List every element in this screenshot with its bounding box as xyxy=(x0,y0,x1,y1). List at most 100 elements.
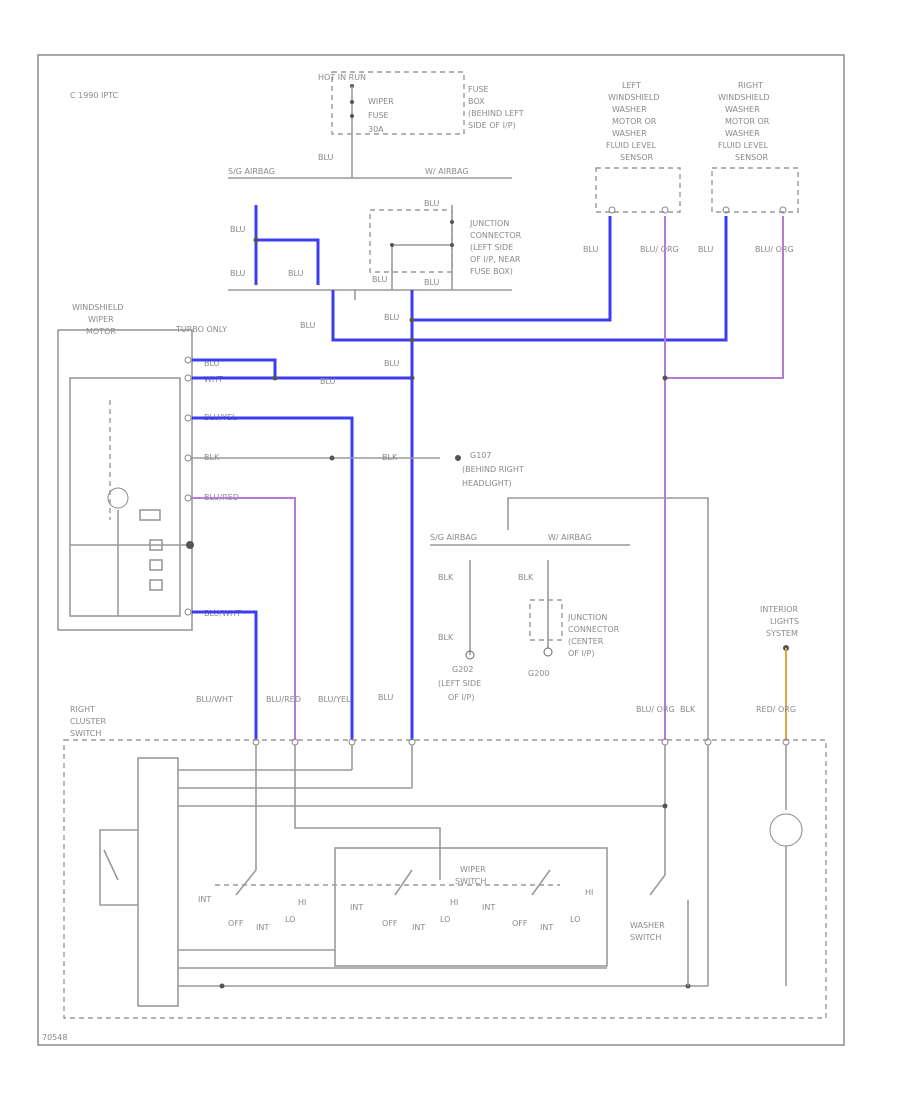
svg-text:SIDE OF I/P): SIDE OF I/P) xyxy=(468,121,516,130)
svg-text:(LEFT SIDE: (LEFT SIDE xyxy=(438,679,481,688)
svg-text:BLU: BLU xyxy=(384,359,400,368)
svg-text:WASHER: WASHER xyxy=(612,129,647,138)
airbag-split-bottom: S/G AIRBAG W/ AIRBAG xyxy=(430,533,630,546)
svg-text:OF I/P): OF I/P) xyxy=(568,649,594,658)
svg-text:WINDSHIELD: WINDSHIELD xyxy=(608,93,660,102)
svg-text:BLU/ ORG: BLU/ ORG xyxy=(640,245,679,254)
svg-text:BOX: BOX xyxy=(468,97,485,106)
svg-text:BLK: BLK xyxy=(438,573,454,582)
svg-text:INT: INT xyxy=(256,923,269,932)
wiper-switch: WIPER SWITCH INT OFF INT LO HI INT OFF I… xyxy=(178,847,708,989)
svg-text:SENSOR: SENSOR xyxy=(620,153,653,162)
svg-text:HOT IN RUN: HOT IN RUN xyxy=(318,73,366,82)
right-washer-motor: RIGHT WINDSHIELD WASHER MOTOR OR WASHER … xyxy=(698,81,799,254)
svg-text:HI: HI xyxy=(585,888,593,897)
svg-text:FUSE: FUSE xyxy=(368,111,389,120)
svg-text:OFF: OFF xyxy=(228,919,244,928)
svg-text:(BEHIND LEFT: (BEHIND LEFT xyxy=(468,109,524,118)
svg-text:INT: INT xyxy=(482,903,495,912)
svg-text:BLK: BLK xyxy=(518,573,534,582)
svg-text:BLK: BLK xyxy=(382,453,398,462)
svg-text:WASHER: WASHER xyxy=(725,105,760,114)
windshield-wiper-motor: WINDSHIELD WIPER MOTOR TURBO ONLY xyxy=(57,303,227,631)
svg-text:FLUID LEVEL: FLUID LEVEL xyxy=(606,141,657,150)
svg-text:BLU: BLU xyxy=(300,321,316,330)
blu-org-trunk: BLU/ ORG xyxy=(636,216,784,740)
svg-text:30A: 30A xyxy=(368,125,384,134)
svg-text:SWITCH: SWITCH xyxy=(630,933,661,942)
svg-text:W/ AIRBAG: W/ AIRBAG xyxy=(548,533,592,542)
svg-text:WIPER: WIPER xyxy=(368,97,394,106)
svg-text:OF I/P, NEAR: OF I/P, NEAR xyxy=(470,255,521,264)
svg-text:BLU/YEL: BLU/YEL xyxy=(318,695,351,704)
svg-text:WIPER: WIPER xyxy=(88,315,114,324)
svg-text:CLUSTER: CLUSTER xyxy=(70,717,107,726)
svg-text:BLK: BLK xyxy=(680,705,696,714)
svg-text:SENSOR: SENSOR xyxy=(735,153,768,162)
svg-text:WASHER: WASHER xyxy=(612,105,647,114)
svg-text:BLU: BLU xyxy=(424,199,440,208)
svg-text:CONNECTOR: CONNECTOR xyxy=(568,625,620,634)
blu-feed-trunk: BLU BLU BLU BLU xyxy=(300,216,728,740)
svg-text:FLUID LEVEL: FLUID LEVEL xyxy=(718,141,769,150)
svg-text:(CENTER: (CENTER xyxy=(568,637,604,646)
svg-text:MOTOR OR: MOTOR OR xyxy=(612,117,657,126)
diagram-frame xyxy=(37,54,845,1046)
svg-text:BLU: BLU xyxy=(583,245,599,254)
svg-text:LEFT: LEFT xyxy=(622,81,641,90)
svg-text:SWITCH: SWITCH xyxy=(70,729,101,738)
svg-text:JUNCTION: JUNCTION xyxy=(469,219,509,228)
footer-code: 70548 xyxy=(42,1033,67,1042)
svg-text:WASHER: WASHER xyxy=(630,921,665,930)
svg-text:BLU: BLU xyxy=(320,377,336,386)
svg-text:HI: HI xyxy=(450,898,458,907)
interior-lights-system: INTERIOR LIGHTS SYSTEM RED/ ORG xyxy=(756,605,799,740)
junction-connector-top: BLU BLU BLU JUNCTION CONNECTOR (LEFT SID… xyxy=(369,199,522,290)
svg-text:S/G AIRBAG: S/G AIRBAG xyxy=(430,533,477,542)
svg-text:SWITCH: SWITCH xyxy=(455,877,486,886)
svg-text:RED/ ORG: RED/ ORG xyxy=(756,705,796,714)
svg-text:LO: LO xyxy=(570,915,580,924)
airbag-split-top: S/G AIRBAG W/ AIRBAG xyxy=(228,167,512,300)
svg-text:BLU: BLU xyxy=(204,359,220,368)
svg-text:BLU/ ORG: BLU/ ORG xyxy=(636,705,675,714)
svg-text:INT: INT xyxy=(350,903,363,912)
svg-text:BLU: BLU xyxy=(384,313,400,322)
pin-wires: BLU BLK BLU/WHT BLU/RED BLU/YEL xyxy=(192,358,461,740)
svg-text:OFF: OFF xyxy=(382,919,398,928)
svg-text:G200: G200 xyxy=(528,669,549,678)
svg-text:LO: LO xyxy=(285,915,295,924)
svg-text:INT: INT xyxy=(412,923,425,932)
svg-text:BLU: BLU xyxy=(378,693,394,702)
svg-text:LIGHTS: LIGHTS xyxy=(770,617,799,626)
wire-segment-top-left: BLU BLU BLU xyxy=(230,205,320,285)
svg-text:CONNECTOR: CONNECTOR xyxy=(470,231,522,240)
svg-text:(BEHIND RIGHT: (BEHIND RIGHT xyxy=(462,465,524,474)
svg-text:BLU: BLU xyxy=(230,225,246,234)
svg-text:WINDSHIELD: WINDSHIELD xyxy=(72,303,124,312)
svg-text:BLU/ ORG: BLU/ ORG xyxy=(755,245,794,254)
svg-text:G202: G202 xyxy=(452,665,473,674)
svg-text:TURBO ONLY: TURBO ONLY xyxy=(175,325,227,334)
left-washer-motor: LEFT WINDSHIELD WASHER MOTOR OR WASHER F… xyxy=(583,81,681,254)
svg-text:INTERIOR: INTERIOR xyxy=(760,605,799,614)
svg-text:RIGHT: RIGHT xyxy=(738,81,763,90)
svg-text:FUSE: FUSE xyxy=(468,85,489,94)
fuse-box: HOT IN RUN WIPER FUSE 30A FUSE BOX (BEHI… xyxy=(318,71,524,178)
svg-text:BLU/WHT: BLU/WHT xyxy=(196,695,233,704)
svg-text:W/ AIRBAG: W/ AIRBAG xyxy=(425,167,469,176)
svg-text:MOTOR OR: MOTOR OR xyxy=(725,117,770,126)
svg-text:OF I/P): OF I/P) xyxy=(448,693,474,702)
svg-text:BLU/RED: BLU/RED xyxy=(266,695,301,704)
ground-g107: G107 (BEHIND RIGHT HEADLIGHT) BLK xyxy=(462,451,709,740)
model-note: C 1990 IPTC xyxy=(70,91,119,100)
svg-text:BLU: BLU xyxy=(424,278,440,287)
svg-text:INT: INT xyxy=(198,895,211,904)
svg-text:BLU: BLU xyxy=(288,269,304,278)
svg-text:BLU: BLU xyxy=(698,245,714,254)
svg-text:(LEFT SIDE: (LEFT SIDE xyxy=(470,243,513,252)
svg-text:HI: HI xyxy=(298,898,306,907)
ground-g202: BLK BLK G202 (LEFT SIDE OF I/P) xyxy=(438,560,481,702)
svg-text:MOTOR: MOTOR xyxy=(86,327,116,336)
